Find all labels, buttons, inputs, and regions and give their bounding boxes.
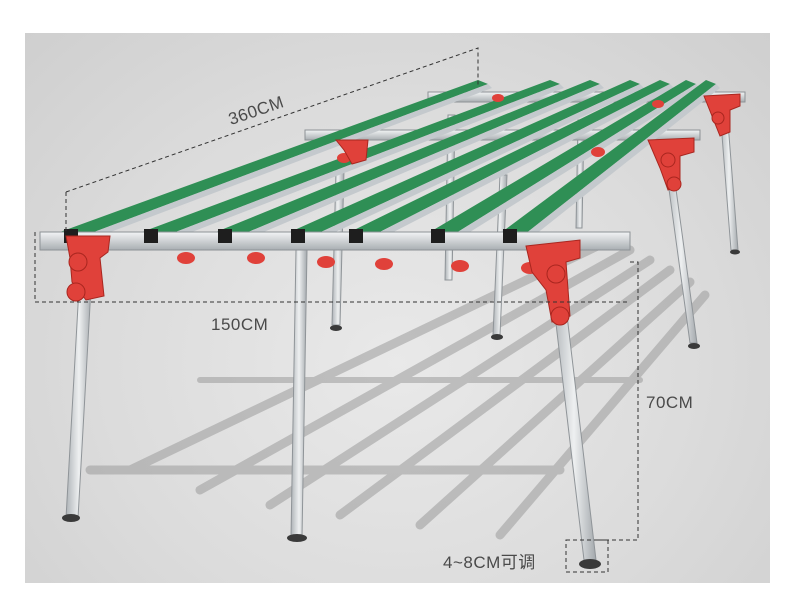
rail: [350, 80, 674, 242]
end-cap: [144, 229, 158, 243]
rail-end-caps: [64, 229, 517, 243]
clamp-knob: [550, 306, 570, 326]
end-cap: [503, 229, 517, 243]
red-knob: [451, 260, 469, 272]
rail: [430, 80, 700, 242]
leveling-foot: [287, 534, 307, 542]
leveling-foot: [579, 559, 601, 569]
red-knob: [177, 252, 195, 264]
table-leg: [290, 249, 308, 538]
end-cap: [349, 229, 363, 243]
rail: [502, 80, 720, 242]
red-knob: [492, 94, 504, 102]
foot-adjust-label: 4~8CM可调: [443, 553, 536, 572]
foot-adjust-box: [565, 539, 609, 573]
rail: [290, 80, 644, 242]
shadow-stripe: [495, 290, 710, 540]
product-photo: 360CM 150CM 70CM 4~8CM可调: [25, 33, 770, 583]
green-rails: [60, 80, 720, 242]
table-illustration: [34, 47, 746, 573]
rail: [216, 80, 604, 242]
height-guide: [596, 261, 639, 541]
leveling-foot: [688, 343, 700, 349]
red-knob: [317, 256, 335, 268]
dimension-guides: [34, 47, 639, 573]
end-cap: [218, 229, 232, 243]
corner-clamps: [65, 93, 741, 326]
leveling-foot: [730, 249, 740, 255]
height-label: 70CM: [646, 393, 694, 412]
red-knob: [591, 147, 605, 157]
leveling-foot: [62, 514, 80, 522]
table-leg: [65, 269, 93, 519]
clamp-knob: [68, 252, 88, 272]
clamp-knob: [660, 152, 676, 168]
shadow-stripe: [415, 277, 695, 530]
red-knob: [652, 100, 664, 108]
red-clamp: [334, 139, 369, 165]
leg-feet: [62, 249, 740, 569]
length-guide: [65, 47, 479, 193]
leveling-foot: [491, 334, 503, 340]
shadow-stripe: [125, 235, 615, 475]
width-guide: [34, 232, 630, 303]
leveling-foot: [330, 325, 342, 331]
rail: [60, 80, 492, 242]
clamp-knob: [711, 111, 725, 125]
red-knob: [375, 258, 393, 270]
end-cap: [291, 229, 305, 243]
floor-shadows: [85, 235, 710, 540]
width-label: 150CM: [211, 315, 269, 334]
clamp-knob: [66, 282, 86, 302]
clamp-knob: [666, 176, 682, 192]
end-cap: [431, 229, 445, 243]
red-knob: [247, 252, 265, 264]
clamp-knob: [546, 264, 566, 284]
